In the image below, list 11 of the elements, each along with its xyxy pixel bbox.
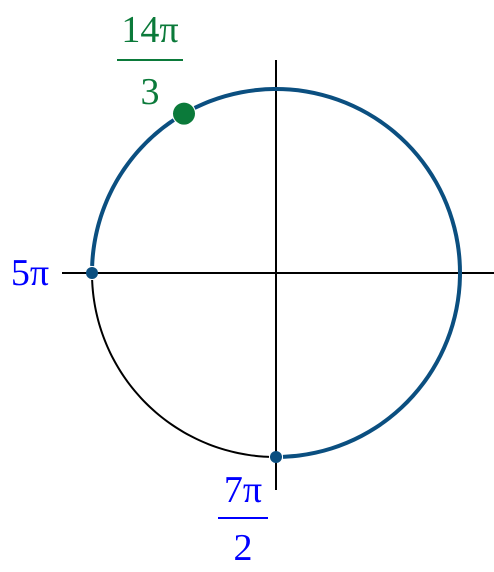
- circle-arc: [91, 280, 270, 458]
- point-marker: [270, 451, 282, 463]
- angle-label: 5π: [10, 254, 50, 292]
- point-marker: [173, 102, 195, 125]
- highlighted-arc: [90, 118, 175, 266]
- fraction-numerator: 7π: [224, 471, 262, 509]
- highlighted-arc: [194, 87, 462, 459]
- fraction-denominator: 3: [140, 73, 160, 111]
- point-marker: [86, 267, 98, 279]
- fraction-numerator: 14π: [121, 11, 179, 49]
- fraction-denominator: 2: [234, 529, 252, 567]
